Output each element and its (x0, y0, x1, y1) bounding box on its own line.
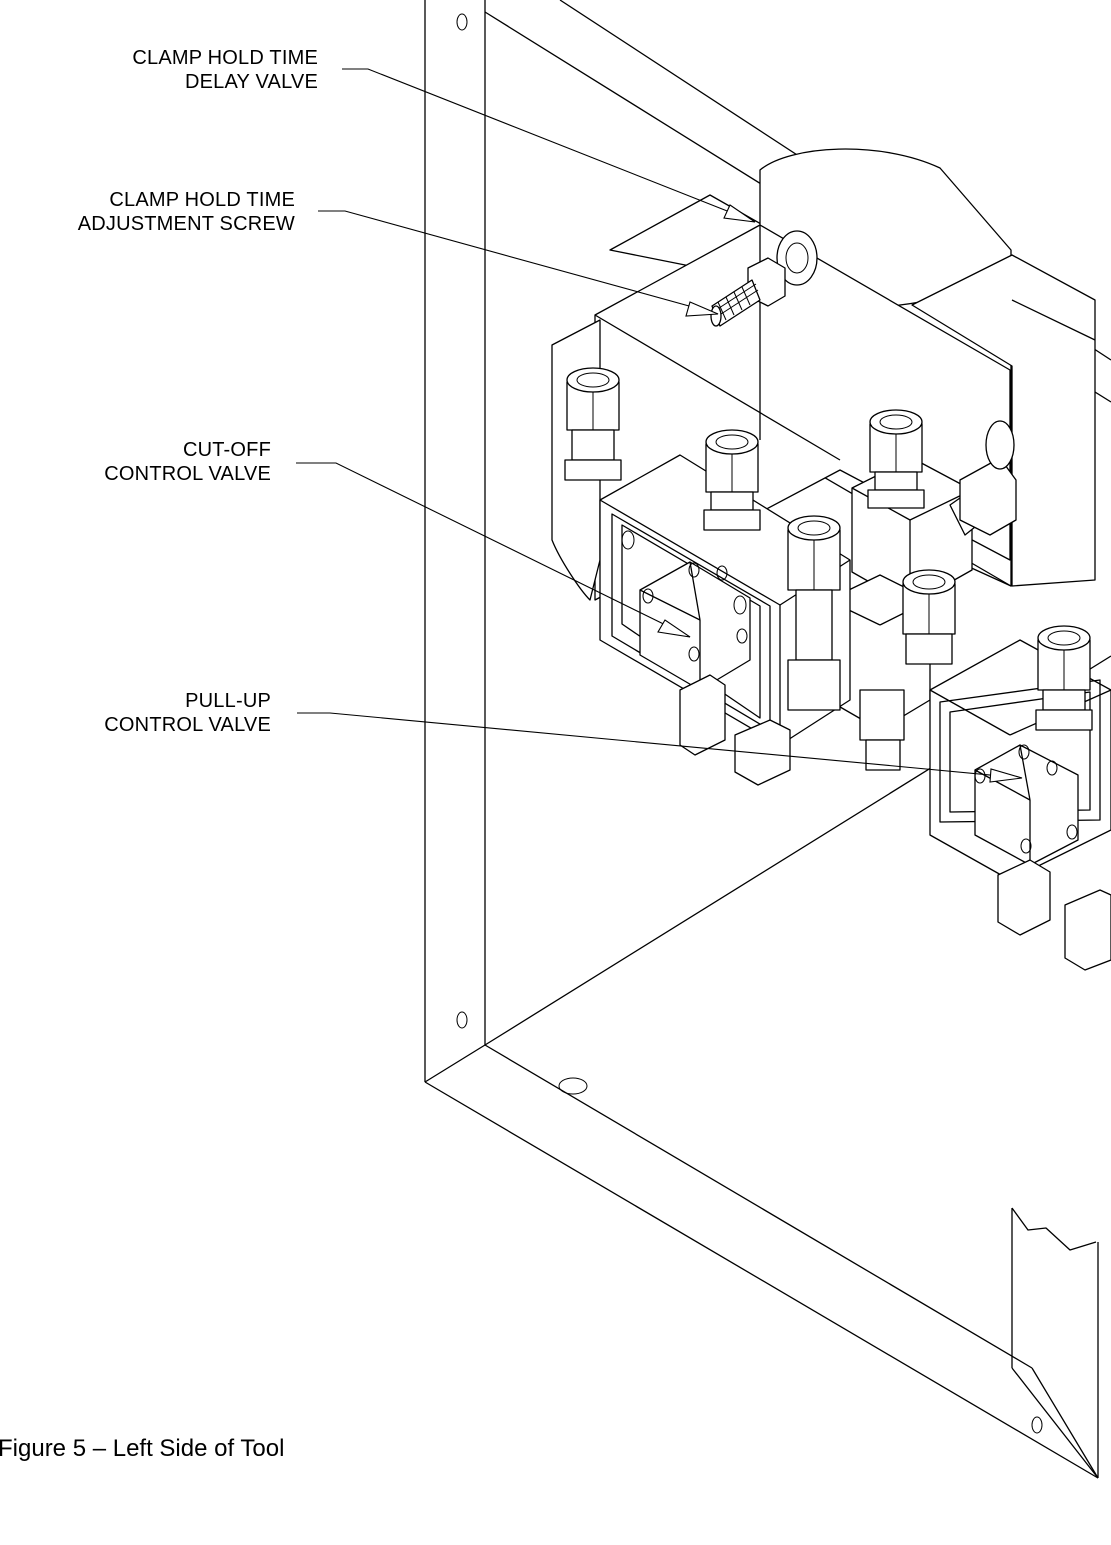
callout-cutoff-valve: CUT-OFF CONTROL VALVE (104, 438, 271, 486)
fitting-4 (787, 515, 841, 711)
callout-cutoff-valve-line1: CUT-OFF (182, 439, 271, 461)
fitting-2 (703, 429, 761, 531)
adjustment-screw (710, 257, 786, 327)
fitting-1 (564, 367, 622, 481)
callout-adjustment-screw-line2: ADJUSTMENT SCREW (77, 213, 295, 235)
callout-adjustment-screw-line1: CLAMP HOLD TIME (109, 189, 295, 211)
fitting-5 (902, 569, 956, 665)
leader-lines (296, 68, 1023, 783)
fitting-7 (959, 420, 1017, 536)
callout-pullup-valve-line2: CONTROL VALVE (104, 714, 271, 736)
callout-cutoff-valve-line2: CONTROL VALVE (104, 463, 271, 485)
callout-delay-valve-line2: DELAY VALVE (184, 71, 318, 93)
tube-fittings (564, 367, 1093, 771)
callout-pullup-valve-line1: PULL-UP (185, 690, 271, 712)
figure-caption: Figure 5 – Left Side of Tool (0, 1435, 285, 1462)
callout-delay-valve: CLAMP HOLD TIME DELAY VALVE (132, 46, 318, 94)
fitting-6 (1035, 625, 1093, 731)
fitting-8 (859, 689, 905, 771)
fitting-3 (867, 409, 925, 509)
callout-pullup-valve: PULL-UP CONTROL VALVE (104, 689, 271, 737)
mounting-panel (424, 0, 1111, 1479)
callout-delay-valve-line1: CLAMP HOLD TIME (132, 47, 318, 69)
callout-adjustment-screw: CLAMP HOLD TIME ADJUSTMENT SCREW (78, 188, 295, 236)
